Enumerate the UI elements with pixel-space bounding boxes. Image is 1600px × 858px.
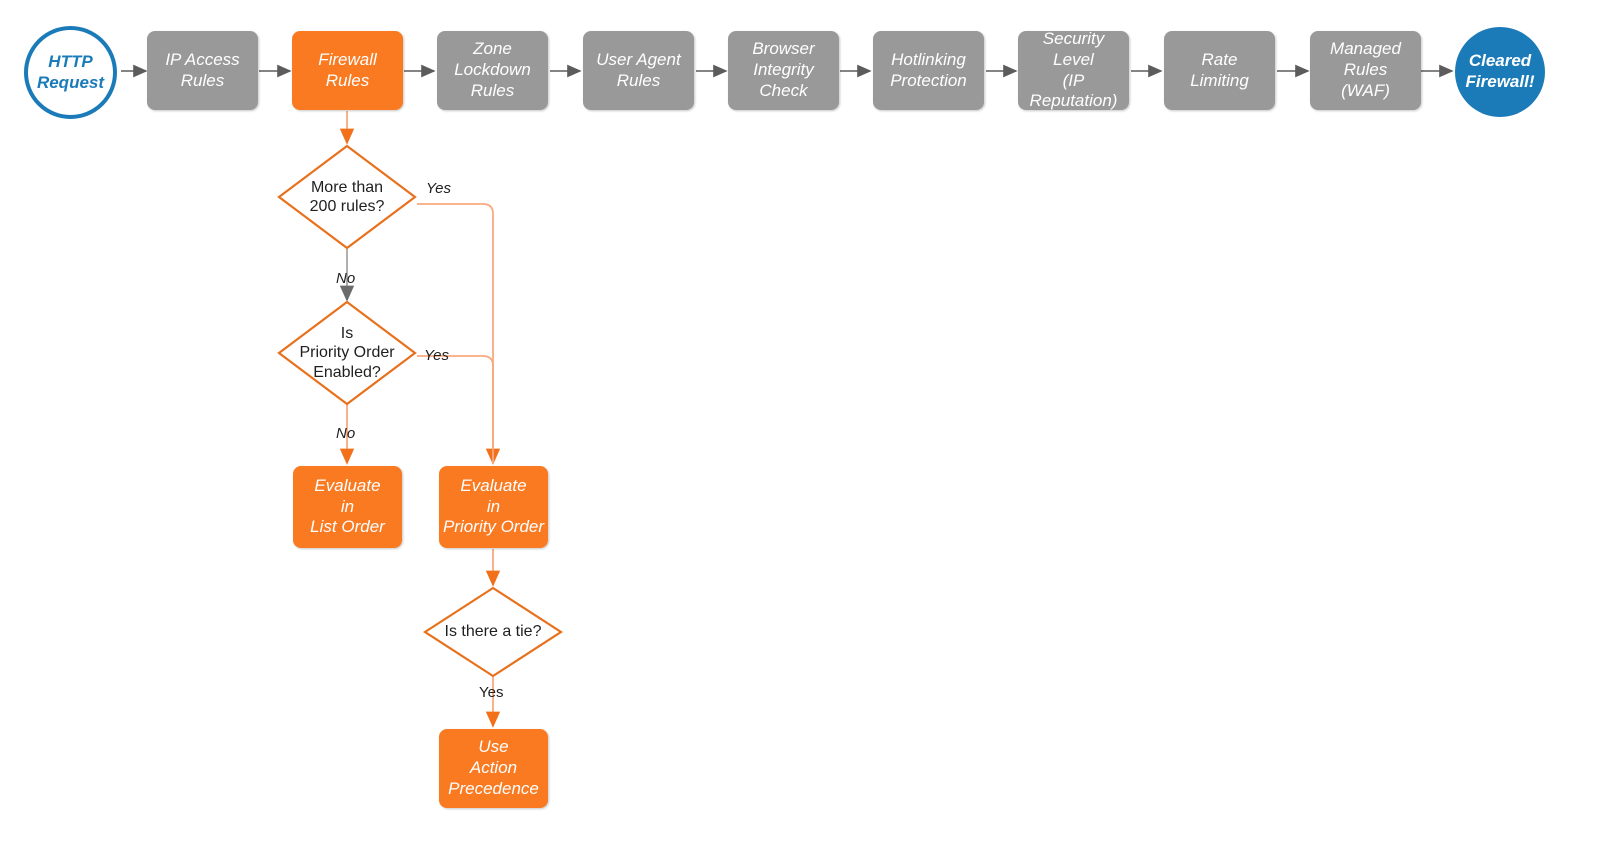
node-hotlinking-protection[interactable]: Hotlinking Protection: [873, 31, 984, 110]
node-managed-rules-waf-label: Managed Rules (WAF): [1330, 39, 1401, 100]
edge-label-yes-tie: Yes: [479, 684, 504, 701]
node-rate-limiting-label: Rate Limiting: [1190, 49, 1249, 90]
node-cleared-firewall-label: Cleared Firewall!: [1465, 51, 1535, 91]
node-zone-lockdown-rules-label: Zone Lockdown Rules: [454, 39, 531, 100]
node-managed-rules-waf[interactable]: Managed Rules (WAF): [1310, 31, 1421, 110]
node-hotlinking-protection-label: Hotlinking Protection: [890, 49, 967, 90]
node-user-agent-rules[interactable]: User Agent Rules: [583, 31, 694, 110]
node-browser-integrity-check[interactable]: Browser Integrity Check: [728, 31, 839, 110]
node-decision-more-than-200-rules-label: More than 200 rules?: [309, 178, 385, 215]
node-firewall-rules[interactable]: Firewall Rules: [292, 31, 403, 110]
node-http-request-label: HTTP Request: [36, 51, 105, 92]
edge-label-yes-priority-order: Yes: [424, 347, 450, 364]
node-evaluate-in-list-order-label: Evaluate in List Order: [310, 475, 385, 537]
node-ip-access-rules-label: IP Access Rules: [165, 49, 240, 90]
node-decision-is-priority-order-enabled-label: Is Priority Order Enabled?: [299, 325, 395, 381]
node-evaluate-in-priority-order[interactable]: Evaluate in Priority Order: [439, 466, 548, 548]
node-decision-is-there-a-tie-label: Is there a tie?: [444, 623, 542, 641]
node-firewall-rules-label: Firewall Rules: [318, 49, 377, 90]
diamond-shape-is-priority-order-enabled: [277, 300, 417, 406]
node-zone-lockdown-rules[interactable]: Zone Lockdown Rules: [437, 31, 548, 110]
link-yes-priority-to-priority-order: [417, 355, 494, 463]
node-security-level-label: Security Level (IP Reputation): [1029, 29, 1118, 111]
edge-label-yes-more-than-200: Yes: [426, 180, 452, 197]
edge-label-no-more-than-200: No: [336, 270, 356, 287]
node-ip-access-rules[interactable]: IP Access Rules: [147, 31, 258, 110]
link-yes-200-to-priority-order: [417, 203, 501, 465]
diamond-shape-more-than-200-rules: [277, 144, 417, 250]
node-decision-more-than-200-rules[interactable]: More than 200 rules?: [277, 144, 417, 250]
node-cleared-firewall[interactable]: Cleared Firewall!: [1455, 27, 1545, 117]
node-http-request[interactable]: HTTP Request: [24, 26, 117, 119]
node-decision-is-priority-order-enabled[interactable]: Is Priority Order Enabled?: [277, 300, 417, 406]
node-user-agent-rules-label: User Agent Rules: [596, 49, 681, 90]
node-use-action-precedence[interactable]: Use Action Precedence: [439, 729, 548, 808]
node-browser-integrity-check-label: Browser Integrity Check: [752, 39, 815, 100]
node-security-level[interactable]: Security Level (IP Reputation): [1018, 29, 1129, 111]
node-rate-limiting[interactable]: Rate Limiting: [1164, 31, 1275, 110]
node-use-action-precedence-label: Use Action Precedence: [448, 737, 539, 798]
node-evaluate-in-list-order[interactable]: Evaluate in List Order: [293, 466, 402, 548]
diamond-shape-is-there-a-tie: [423, 586, 563, 678]
edge-label-no-priority-order: No: [336, 425, 356, 442]
node-evaluate-in-priority-order-label: Evaluate in Priority Order: [442, 475, 545, 537]
node-decision-is-there-a-tie[interactable]: Is there a tie?: [423, 586, 563, 678]
